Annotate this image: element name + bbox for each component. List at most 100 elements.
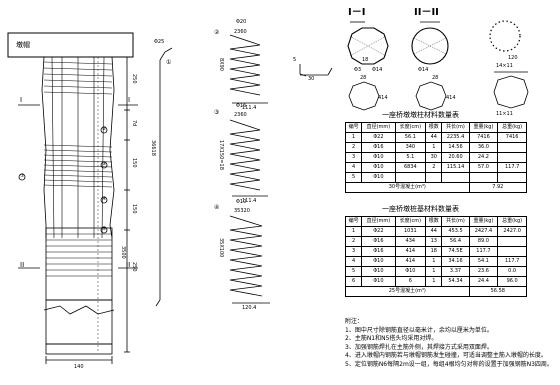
- bar-one-length: 36618: [150, 140, 156, 156]
- table-cell: [497, 152, 527, 163]
- note-item: 2、主筋N1和N5搭头均采用对焊。: [345, 335, 438, 342]
- bar-tag-b: ②: [102, 126, 107, 132]
- dim-4: 150: [131, 204, 137, 214]
- table1-header: 总重(kg): [497, 122, 527, 133]
- top-spiral-length: 8X90: [218, 58, 224, 71]
- table2-header: 直径(mm): [361, 216, 396, 227]
- table1-header: 直径(mm): [361, 122, 396, 133]
- table1-header-row: 编号 直径(mm) 长度(cm) 根数 共长(m) 重量(kg) 总重(kg): [344, 122, 527, 133]
- table-cell: 56.4: [441, 236, 470, 247]
- table-cell: 115.14: [441, 162, 470, 173]
- table-cell: 1: [425, 276, 443, 287]
- table-cell: Φ10: [361, 276, 396, 287]
- table-cell: 14.56: [441, 142, 470, 153]
- table-cell: 36.0: [468, 142, 499, 153]
- table1-header: 共长(m): [441, 122, 470, 133]
- table-cell: 6834: [394, 162, 427, 173]
- section-one-ring: [347, 27, 389, 65]
- table-cell: Φ10: [361, 172, 396, 183]
- bottom-spiral-end: 120.4: [242, 305, 257, 311]
- small-bar-spec: 5: [293, 57, 297, 63]
- bottom-spiral-tag: ④: [214, 204, 220, 211]
- section-two-ring: [411, 27, 449, 65]
- table-cell: 24.4: [468, 276, 499, 287]
- table1-header: 长度(cm): [394, 122, 427, 133]
- section-label-7: 414: [446, 95, 456, 101]
- table-cell: 24.2: [468, 152, 499, 163]
- table-cell: 2: [344, 236, 363, 247]
- table1-header: 重量(kg): [468, 122, 499, 133]
- dim-total: 3500: [120, 246, 126, 259]
- note-item: 4、进入墩帽内钢筋若与墩帽钢筋发生碰撞，可适当调整主筋入墩帽的长度。: [345, 352, 547, 359]
- section-label-6: 414: [378, 95, 388, 101]
- bar-tag-e: ⑤: [102, 226, 107, 232]
- bottom-spiral-dim: 35320: [234, 208, 250, 214]
- section-label-9: 11×11: [496, 111, 513, 117]
- column-outline: [41, 56, 47, 238]
- table-cell: [497, 172, 527, 183]
- mid-spiral-dim: 2360: [234, 112, 247, 118]
- bottom-spiral-spec: Φ10: [236, 199, 247, 205]
- table-cell: 414: [394, 246, 427, 257]
- note-item: 5、定位钢筋N6每隔2m设一组，每组4根均匀对称的设置于加强钢筋N3四周。: [345, 360, 553, 368]
- table-cell: 57.0: [468, 162, 499, 173]
- table-cell: Φ10: [361, 152, 396, 163]
- table2-header: 总重(kg): [497, 216, 527, 227]
- table-cell: 1: [425, 142, 443, 153]
- section-mark-right-1: I: [128, 96, 131, 104]
- table-cell: 34.16: [441, 256, 470, 267]
- table-cell: 117.7: [497, 162, 527, 173]
- table-cell: 2427.4: [468, 226, 499, 237]
- mid-spiral-spec: Φ16: [236, 103, 247, 109]
- section-label-3: 28: [360, 75, 367, 81]
- table-cell: 1: [344, 226, 363, 237]
- table1-footer-value: 7.92: [468, 182, 528, 193]
- top-spiral-end: 111.4: [242, 105, 257, 111]
- table-cell: 2427.0: [497, 226, 527, 237]
- table2-header: 编号: [344, 216, 363, 227]
- mid-spiral-drawing: [229, 119, 261, 191]
- dim-5: 250: [131, 262, 137, 272]
- table1-header: 编号: [344, 122, 363, 133]
- table-cell: 89.0: [468, 236, 499, 247]
- table1-footer-row: 30号混凝土(m³) 7.92: [345, 182, 528, 193]
- table1-footer-label: 30号混凝土(m³): [345, 182, 470, 193]
- table-cell: 56.1: [394, 132, 427, 143]
- section-mark-left-1: I: [20, 96, 23, 104]
- table-cell: 7416: [497, 132, 527, 143]
- table2-footer-value: 56.58: [468, 286, 528, 297]
- table-cell: 74.5E: [441, 246, 470, 257]
- table-cell: Φ10: [361, 256, 396, 267]
- table-cell: 1: [344, 132, 363, 143]
- table1: 编号 直径(mm) 长度(cm) 根数 共长(m) 重量(kg) 总重(kg) …: [344, 122, 528, 193]
- section-two-title: II－II: [414, 7, 439, 18]
- table-cell: 117.7: [468, 246, 499, 257]
- notes-title: 附注：: [345, 318, 364, 325]
- note-item: 1、图中尺寸除钢筋直径以毫米计，余均以厘米为单位。: [345, 326, 493, 334]
- small-bar-drawing: [299, 64, 307, 77]
- pier-cap: [7, 32, 134, 58]
- table-cell: 18: [425, 246, 443, 257]
- bottom-spiral-drawing: [229, 215, 263, 297]
- table2-title: 一座桥墩桩基材料数量表: [382, 205, 459, 213]
- table2-header: 长度(cm): [394, 216, 427, 227]
- small-bar-length: 30: [308, 76, 315, 82]
- table-cell: Φ22: [361, 226, 396, 237]
- table-cell: 20.60: [441, 152, 470, 163]
- table-cell: [425, 172, 443, 183]
- table-cell: 54.34: [441, 276, 470, 287]
- bar-one-tag: ①: [166, 59, 172, 66]
- table2-header: 根数: [425, 216, 443, 227]
- section-label-2: Φ14: [372, 67, 383, 73]
- table-cell: [497, 246, 527, 257]
